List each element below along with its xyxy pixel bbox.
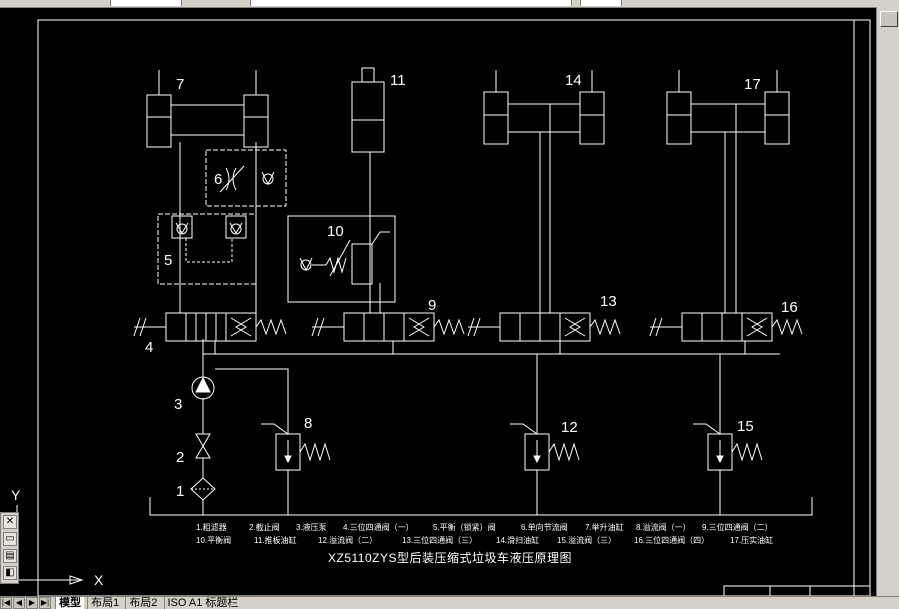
relief-valve-12: [510, 423, 580, 471]
title-block: [723, 585, 871, 596]
first-tab-button[interactable]: |◀: [0, 597, 12, 609]
label-5: 5: [164, 252, 172, 269]
stop-valve-symbol: [195, 433, 211, 459]
label-10: 10: [327, 223, 344, 240]
label-3: 3: [174, 396, 182, 413]
legend-item: 9.三位四通阀（二）: [702, 522, 773, 532]
legend-item: 11.推板油缸: [254, 535, 297, 545]
left-toolbar: ✕ ▭ ▤ ◧: [0, 512, 19, 584]
directional-valve-13: [467, 312, 621, 342]
legend-item: 5.平衡（锁紧）阀: [433, 522, 496, 532]
tank-return-line: [149, 497, 813, 516]
label-7: 7: [176, 76, 184, 93]
label-2: 2: [176, 449, 184, 466]
compaction-cylinders-17: [666, 70, 790, 145]
scroll-up-icon[interactable]: [880, 11, 898, 27]
directional-valve-9: [311, 312, 465, 342]
sweep-cylinders-14: [483, 70, 605, 145]
directional-valve-4: [133, 312, 287, 342]
tab-layout2[interactable]: 布局2: [125, 597, 160, 609]
legend-item: 10.平衡阀: [196, 535, 231, 545]
layer-dropdown[interactable]: [110, 0, 182, 6]
tool-icon[interactable]: ▤: [3, 549, 17, 563]
properties-dropdown[interactable]: [250, 0, 572, 6]
legend-item: 13.三位四通阀（三）: [402, 535, 477, 545]
tab-iso-a1[interactable]: ISO A1 标题栏: [163, 597, 242, 609]
legend-item: 7.举升油缸: [585, 522, 624, 532]
throttle-valve-6: [205, 149, 287, 207]
directional-valve-16: [649, 312, 803, 342]
legend-item: 16.三位四通阀（四）: [634, 535, 709, 545]
legend-item: 6.单向节流阀: [521, 522, 568, 532]
label-16: 16: [781, 299, 798, 316]
push-cylinder-11: [351, 67, 385, 153]
next-tab-button[interactable]: ▶: [26, 597, 38, 609]
label-13: 13: [600, 293, 617, 310]
tab-layout1[interactable]: 布局1: [87, 597, 122, 609]
relief-valve-8: [261, 423, 331, 471]
label-4: 4: [145, 339, 153, 356]
label-1: 1: [176, 483, 184, 500]
label-12: 12: [561, 419, 578, 436]
drawing-title: XZ5110ZYS型后装压缩式垃圾车液压原理图: [328, 550, 572, 565]
label-14: 14: [565, 72, 582, 89]
relief-valve-15: [693, 423, 763, 471]
lift-cylinders-7: [146, 70, 269, 148]
drawing-canvas[interactable]: 1 2 3 4 5 6 7 8 9 10 11 12 13 14 15 16 1…: [0, 7, 876, 596]
label-8: 8: [304, 415, 312, 432]
label-9: 9: [428, 297, 436, 314]
legend-item: 1.粗滤器: [196, 522, 227, 532]
drawing-geometry: [16, 19, 871, 596]
close-icon[interactable]: ✕: [3, 515, 17, 529]
legend-item: 12.溢流阀（二）: [318, 535, 377, 545]
tab-model[interactable]: 模型: [55, 597, 85, 609]
legend-item: 14.滑扫油缸: [496, 535, 539, 545]
linetype-dropdown[interactable]: [580, 0, 622, 6]
legend-item: 4.三位四通阀（一）: [343, 522, 414, 532]
legend-item: 2.截止阀: [249, 522, 280, 532]
legend-item: 3.液压泵: [296, 522, 327, 532]
prev-tab-button[interactable]: ◀: [13, 597, 25, 609]
ucs-x-label: X: [94, 572, 104, 588]
label-17: 17: [744, 76, 761, 93]
label-6: 6: [214, 171, 222, 188]
last-tab-button[interactable]: ▶|: [39, 597, 51, 609]
label-11: 11: [390, 72, 406, 89]
label-15: 15: [737, 418, 754, 435]
legend-item: 8.溢流阀（一）: [636, 522, 691, 532]
balance-lock-valve-5: [157, 213, 257, 285]
ucs-axes: [16, 505, 84, 585]
filter-symbol: [190, 477, 216, 501]
layout-tabs-bar: |◀◀▶▶| 模型 布局1 布局2 ISO A1 标题栏: [0, 596, 899, 609]
balance-valve-10: [287, 215, 396, 303]
legend-item: 17.压实油缸: [730, 535, 773, 545]
tool-icon[interactable]: ◧: [3, 566, 17, 580]
legend-item: 15.溢流阀（三）: [557, 535, 616, 545]
drawing-frame: [37, 19, 871, 596]
toolbar-strip: [0, 0, 899, 8]
vertical-scrollbar[interactable]: [876, 7, 899, 596]
tool-icon[interactable]: ▭: [3, 532, 17, 546]
ucs-y-label: Y: [11, 487, 21, 503]
